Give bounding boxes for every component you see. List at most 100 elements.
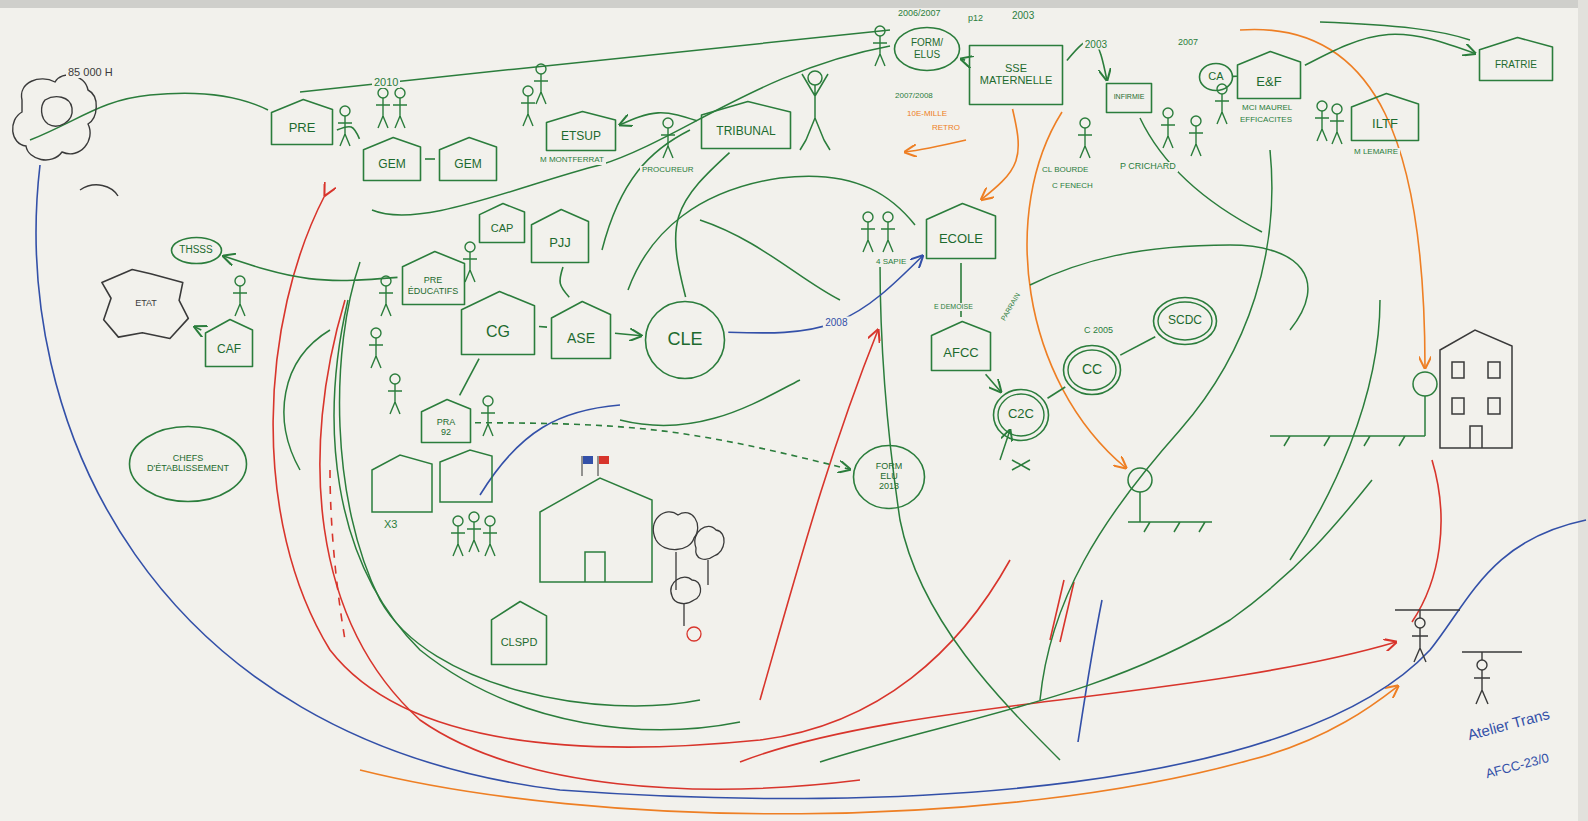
blue-flow-line <box>36 165 1586 799</box>
ground-circle <box>1128 492 1212 532</box>
handwritten-note: C 2005 <box>1082 326 1115 336</box>
handwritten-note: Atelier Trans <box>1464 705 1553 744</box>
node-label: PJJ <box>548 236 572 251</box>
stick-figure <box>1161 108 1175 148</box>
node-text-block: CLE <box>666 329 704 350</box>
house-node-outline <box>532 210 589 263</box>
node-label: CAF <box>216 343 242 357</box>
node-text-block: E&F <box>1255 75 1283 90</box>
node-label: PRE ÉDUCATIFS <box>407 275 460 296</box>
handwritten-note: p12 <box>966 14 985 24</box>
house-node: AFCC <box>930 320 992 372</box>
handwritten-note: EFFICACITES <box>1238 116 1294 125</box>
circle-outline <box>1064 346 1121 395</box>
flag-symbol <box>582 456 609 476</box>
circle-outline <box>130 427 247 502</box>
connector-line <box>195 327 202 330</box>
handwritten-note: 4 SAPIE <box>874 258 908 267</box>
red-flow-line <box>273 195 1441 789</box>
stick-figure <box>388 374 402 414</box>
node-text-block: CAP <box>490 222 515 235</box>
green-flow-line <box>300 30 890 92</box>
green-flow-line <box>1140 118 1262 232</box>
flag-symbol <box>583 456 593 464</box>
hanging-figure <box>1395 610 1522 704</box>
connector-line <box>986 374 1001 391</box>
handwritten-note: M LEMAIRE <box>1352 148 1400 157</box>
map-outline <box>80 185 118 196</box>
node-text-block: SSE MATERNELLE <box>979 62 1054 87</box>
house-drawing <box>1452 362 1500 448</box>
connector-line <box>425 158 435 160</box>
circle-node: FORM/ ELUS <box>893 26 961 72</box>
node-text-block: ETSUP <box>560 130 603 144</box>
node-label: ETAT <box>134 298 158 308</box>
node-label: PRA 92 <box>436 417 457 438</box>
edge-label: 2003 <box>1083 38 1109 49</box>
node-label: ASE <box>566 330 597 346</box>
node-text-block: FRATRIE <box>1494 59 1539 71</box>
house-node: ETSUP <box>545 110 617 152</box>
handwritten-note: 10E-MILLE <box>905 110 949 119</box>
green-flow-line <box>30 22 1470 762</box>
node-text-block: PRE ÉDUCATIFS <box>407 275 460 296</box>
circle-outline <box>171 237 221 263</box>
circle-outline <box>895 28 960 71</box>
node-label: CLE <box>666 329 704 350</box>
node-text-block: CA <box>1207 70 1225 83</box>
handwritten-note: RETRO <box>930 124 962 133</box>
node-text-block: GEM <box>377 158 407 172</box>
node-text-block: GEM <box>453 158 483 172</box>
handwritten-note: C FENECH <box>1050 182 1095 191</box>
handwritten-note: PARRAIN <box>999 290 1023 324</box>
cloud-outline <box>13 75 97 160</box>
house-node-outline <box>492 602 547 665</box>
connector-line <box>728 256 922 333</box>
connector-line <box>981 109 1018 199</box>
node-text-block: AFCC <box>942 346 980 361</box>
handwritten-note: 2010 <box>372 76 400 88</box>
handwritten-note: P CRICHARD <box>1118 162 1178 172</box>
blue-flow-line <box>1078 600 1102 742</box>
orange-flow-line <box>360 686 1398 814</box>
house-node-outline <box>1478 36 1554 82</box>
node-text-block: ETAT <box>134 298 158 308</box>
node-text-block: CHEFS D'ÉTABLISSEMENT <box>146 453 231 474</box>
house-node: FRATRIE <box>1478 36 1554 82</box>
house-node: CAF <box>204 318 254 368</box>
handwritten-note: M MONTFERRAT <box>538 156 606 165</box>
handwritten-note: 2007 <box>1176 38 1200 48</box>
tree-symbol <box>687 627 701 641</box>
raised-arms-figure <box>800 74 830 150</box>
node-text-block: PRE <box>288 121 317 136</box>
box-node: INFIRMIE <box>1105 82 1153 114</box>
node-label: CHEFS D'ÉTABLISSEMENT <box>146 453 231 474</box>
green-flow-line <box>700 220 840 300</box>
node-text-block: CG <box>485 323 511 341</box>
connector-line <box>539 326 547 328</box>
handwritten-note: MCI MAUREL <box>1240 104 1294 113</box>
red-flow-line <box>1412 460 1441 622</box>
tree-symbol <box>675 552 676 590</box>
house-node-outline <box>1352 94 1419 141</box>
stick-figure <box>534 64 548 104</box>
hanging-figure <box>1462 652 1522 660</box>
green-flow-line <box>334 300 740 730</box>
house-node-outline <box>462 292 535 355</box>
house-node: E&F <box>1236 50 1302 100</box>
cloud-outline <box>13 75 97 160</box>
handwritten-note: 85 000 H <box>66 66 115 78</box>
house-node-outline <box>702 102 791 149</box>
house-drawing <box>372 330 1512 582</box>
green-flow-line <box>880 262 1060 760</box>
green-flow-line <box>1030 245 1308 330</box>
green-flow-line <box>30 93 268 140</box>
connector-line <box>337 127 360 139</box>
tree-symbol <box>707 560 708 585</box>
ground-circle <box>1413 372 1437 396</box>
tree-symbol <box>695 526 724 559</box>
node-text-block: TRIBUNAL <box>715 125 777 139</box>
map-outline <box>80 185 118 196</box>
node-text-block: ECOLE <box>938 232 985 247</box>
